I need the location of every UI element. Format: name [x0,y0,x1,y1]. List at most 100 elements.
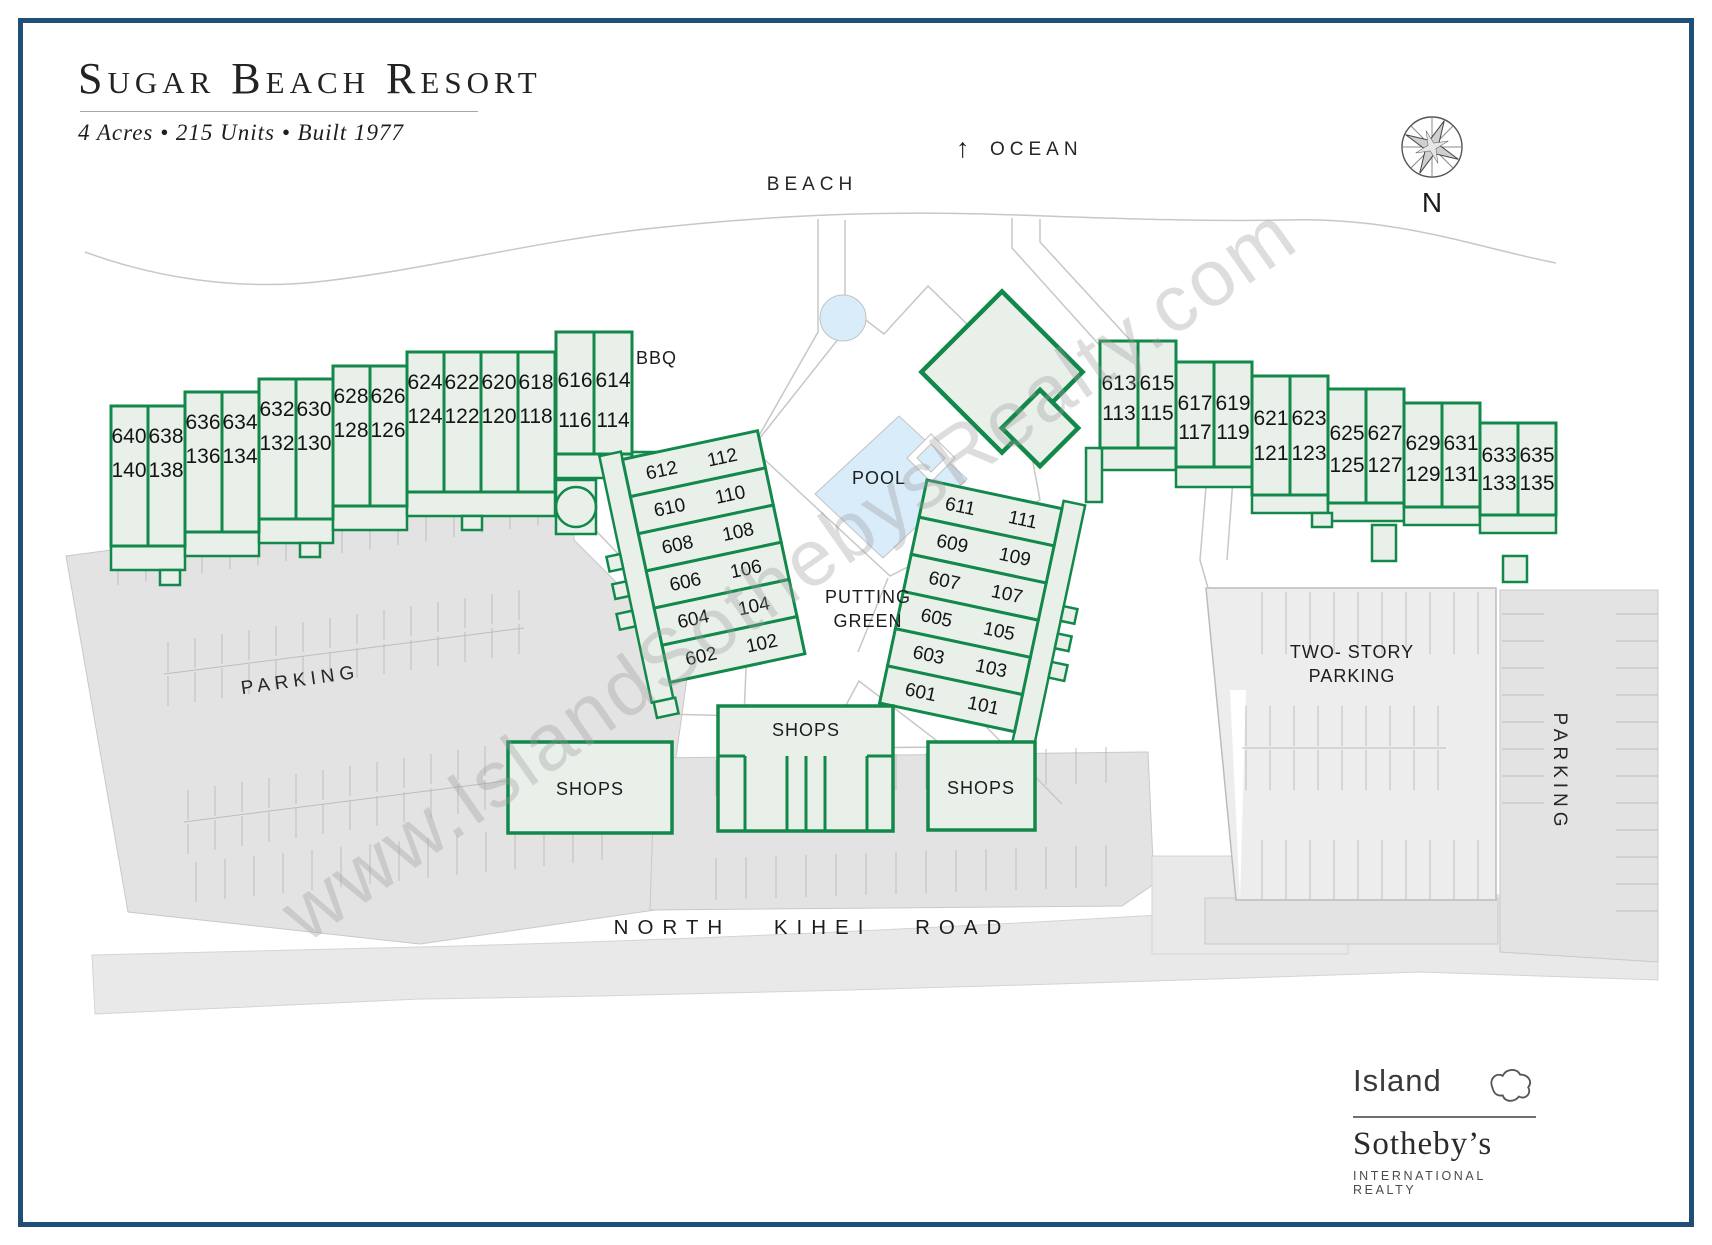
unit-number-lower: 140 [111,459,146,482]
east-parking-label: PARKING [1549,712,1570,831]
unit-number-lower: 123 [1291,442,1326,465]
stair-block [1501,554,1529,584]
unit-number-upper: 638 [148,425,183,448]
east-parking-area [1204,587,1659,963]
shops-east: SHOPS [926,740,1037,832]
bbq-label: BBQ [636,348,677,368]
ocean-arrow-icon: ↑ [956,133,970,163]
shops-interior-walls [718,754,893,831]
unit-number-upper: 628 [333,385,368,408]
page-subtitle: 4 Acres • 215 Units • Built 1977 [78,120,405,145]
unit-number-lower: 129 [1405,463,1440,486]
unit-number-lower: 115 [1140,402,1173,425]
shops-label: SHOPS [947,778,1015,798]
shops-center: SHOPS [716,704,895,833]
parking-stall-lines [1502,613,1658,912]
parking-stall-lines [1242,592,1479,900]
map-labels: ↑ OCEAN BEACH BBQ POOL PUTTING GREEN PAR… [240,133,1570,939]
logo-brand: Island [1353,1063,1442,1098]
east-row-corridor [1084,446,1558,584]
unit-number-lower: 120 [481,405,516,428]
spa-circle [819,294,867,342]
map-header: Sugar Beach Resort 4 Acres • 215 Units •… [78,57,542,146]
unit-number-upper: 634 [222,411,257,434]
unit-number-upper: 632 [259,398,294,421]
unit-number-upper: 635 [1519,444,1554,467]
unit-number-upper: 615 [1139,372,1174,395]
island-sothebys-logo: Island Sotheby’s INTERNATIONAL REALTY [1353,1063,1543,1197]
unit-number-lower: 132 [259,432,294,455]
map-frame-border: Sugar Beach Resort 4 Acres • 215 Units •… [18,18,1694,1227]
unit-number-lower: 126 [370,419,405,442]
putting-green-label: PUTTING [825,587,911,607]
pool-label: POOL [852,468,906,488]
unit-number-upper: 640 [111,425,146,448]
compass-rose-icon [1401,116,1463,178]
unit-number-upper: 618 [518,371,553,394]
unit-number-lower: 130 [296,432,331,455]
pavilion-annex [998,386,1082,470]
west-diagonal-corridor [597,450,681,720]
ocean-label: OCEAN [990,139,1083,160]
logo-divider [1353,1116,1536,1118]
unit-number-lower: 131 [1443,463,1478,486]
road-label: NORTH KIHEI ROAD [614,916,1011,939]
unit-number-lower: 121 [1253,442,1288,465]
unit-number-upper: 617 [1177,392,1212,415]
unit-number-upper: 633 [1481,444,1516,467]
unit-number-upper: 623 [1291,407,1326,430]
unit-number-upper: 629 [1405,432,1440,455]
shoreline [84,212,1557,286]
two-story-parking-label: PARKING [1309,666,1396,686]
unit-number-lower: 125 [1329,454,1364,477]
unit-number-lower: 122 [444,405,479,428]
unit-number-lower: 117 [1178,421,1211,444]
shops-west: SHOPS [506,740,674,835]
title-underline [80,111,478,112]
maui-island-icon [1490,1069,1531,1102]
two-story-parking-label: TWO- STORY [1290,642,1414,662]
hot-tub [916,443,946,473]
shops-label: SHOPS [556,779,624,799]
unit-cell: 623 123 [1288,374,1330,497]
compass-north-label: N [1422,187,1442,218]
shops-label: SHOPS [772,720,840,740]
unit-number-lower: 124 [407,405,442,428]
putting-green-label: GREEN [833,611,902,631]
stair-circle [554,485,598,529]
unit-number-lower: 114 [596,409,630,432]
parking-stall-lines [117,489,1107,902]
beach-label: BEACH [767,174,857,195]
stair-block [554,478,598,536]
unit-number-upper: 619 [1215,392,1250,415]
two-story-parking-structure [1205,587,1497,901]
